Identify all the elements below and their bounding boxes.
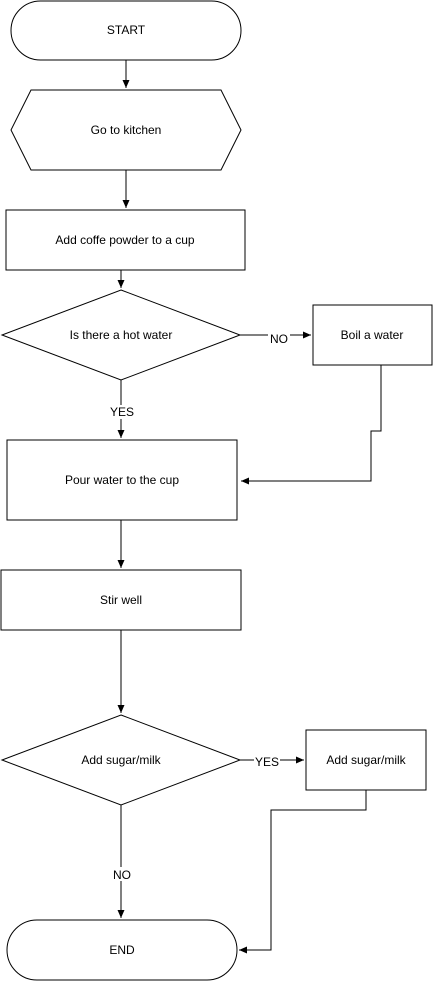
start-terminal: START <box>10 0 242 61</box>
edge-label-yes-sugar: YES <box>254 755 280 769</box>
add-coffee-process: Add coffe powder to a cup <box>5 209 246 271</box>
node-label: Pour water to the cup <box>65 473 179 487</box>
hot-water-decision: Is there a hot water <box>0 289 242 381</box>
stir-well-process: Stir well <box>0 569 242 631</box>
go-to-kitchen-preparation: Go to kitchen <box>10 89 242 171</box>
edge-label-text: YES <box>110 405 134 419</box>
edge-label-text: NO <box>270 332 288 346</box>
node-label: END <box>109 943 135 957</box>
sugar-milk-decision: Add sugar/milk <box>0 714 242 806</box>
node-label: Is there a hot water <box>70 328 173 342</box>
edge-label-text: YES <box>255 755 279 769</box>
add-sugar-milk-process: Add sugar/milk <box>305 729 427 791</box>
edge-label-yes-hot-water: YES <box>108 405 136 419</box>
node-label: Go to kitchen <box>91 123 162 137</box>
node-label: Add sugar/milk <box>81 753 161 767</box>
edge-add-sugar-to-end <box>239 790 367 954</box>
edge-boil-to-pour <box>241 365 382 485</box>
node-label: START <box>107 23 146 37</box>
edge-label-text: NO <box>113 868 131 882</box>
node-label: Add coffe powder to a cup <box>55 233 195 247</box>
pour-water-process: Pour water to the cup <box>6 439 238 521</box>
edge-label-no-hot-water: NO <box>268 332 290 346</box>
node-label: Stir well <box>100 593 142 607</box>
node-label: Add sugar/milk <box>326 753 406 767</box>
boil-water-process: Boil a water <box>312 304 433 366</box>
node-label: Boil a water <box>341 328 404 342</box>
end-terminal: END <box>6 919 238 981</box>
edge-label-no-sugar: NO <box>111 867 133 882</box>
